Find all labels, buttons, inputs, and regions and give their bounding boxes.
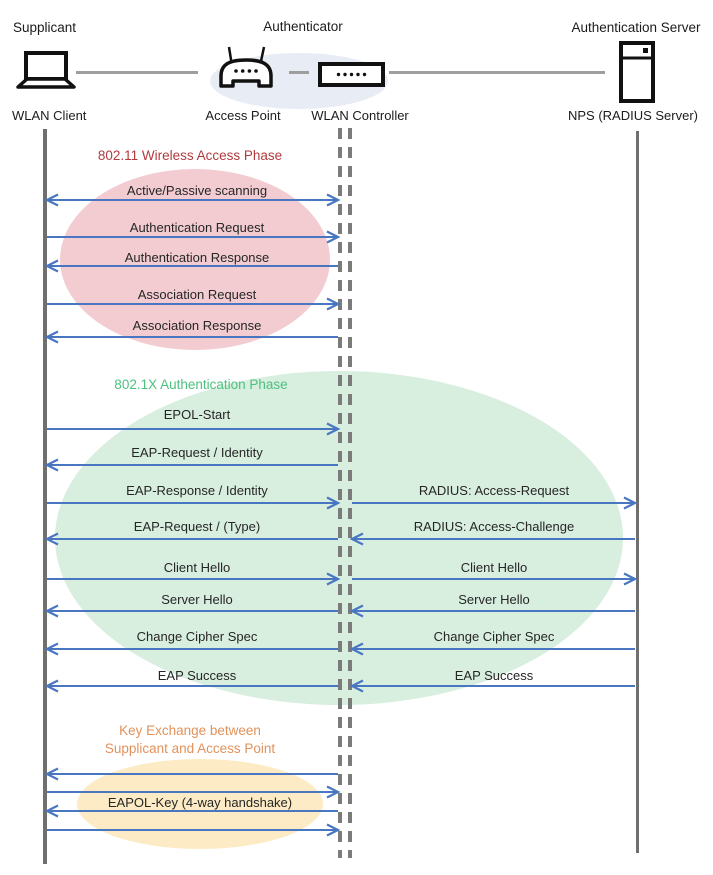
lifeline-nps (636, 131, 639, 853)
wlan-controller-icon (318, 62, 385, 87)
message-arrow (47, 297, 341, 311)
node-label-access-point: Access Point (205, 108, 281, 123)
role-label-supplicant: Supplicant (13, 20, 77, 35)
message-arrow (44, 458, 338, 472)
message-arrow (352, 496, 638, 510)
message-arrow (44, 193, 341, 207)
message-arrow (47, 572, 341, 586)
node-label-nps: NPS (RADIUS Server) (567, 108, 699, 123)
message-arrow (47, 230, 341, 244)
message-arrow (47, 496, 341, 510)
message-arrow (349, 642, 635, 656)
laptop-icon (16, 51, 76, 89)
phase2-title: 802.1X Authentication Phase (114, 377, 288, 392)
message-arrow (44, 330, 338, 344)
phase3-title-line2: Supplicant and Access Point (104, 741, 276, 756)
role-label-authenticator: Authenticator (263, 19, 343, 34)
message-arrow (47, 785, 341, 799)
phase3-title: Key Exchange between Supplicant and Acce… (105, 722, 275, 758)
connector-controller-nps (389, 71, 605, 74)
connector-ap-controller (289, 71, 309, 74)
lifeline-wlan-controller-right (348, 128, 352, 858)
message-arrow (349, 532, 635, 546)
message-arrow (44, 767, 338, 781)
message-arrow (44, 642, 338, 656)
message-arrow (44, 532, 338, 546)
phase3-title-line1: Key Exchange between (119, 723, 261, 738)
message-arrow (44, 259, 338, 273)
message-arrow (44, 604, 338, 618)
lifeline-wlan-controller-left (338, 128, 342, 858)
message-arrow (349, 679, 635, 693)
access-point-icon (219, 46, 273, 88)
message-arrow (47, 422, 341, 436)
phase1-title: 802.11 Wireless Access Phase (97, 148, 283, 163)
message-arrow (47, 823, 341, 837)
server-icon (619, 41, 655, 103)
node-label-wlan-controller: WLAN Controller (311, 108, 409, 123)
node-label-wlan-client: WLAN Client (12, 108, 87, 123)
role-label-authentication-server: Authentication Server (571, 20, 701, 35)
message-arrow (44, 679, 338, 693)
message-arrow (44, 804, 338, 818)
lifeline-wlan-client (43, 129, 47, 864)
connector-client-ap (76, 71, 198, 74)
message-arrow (349, 604, 635, 618)
message-arrow (352, 572, 638, 586)
